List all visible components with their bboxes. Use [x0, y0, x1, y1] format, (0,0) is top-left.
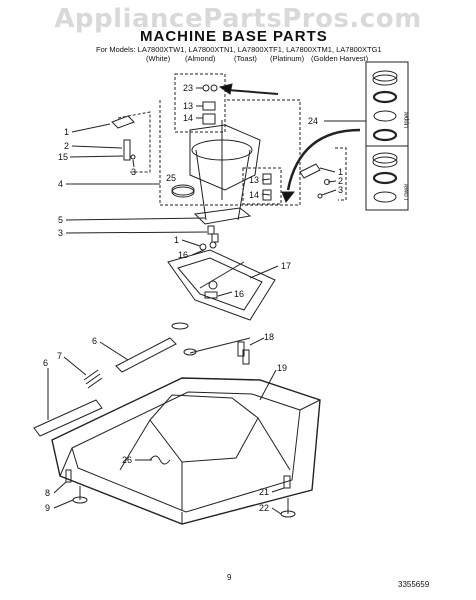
callout-7: 7	[57, 351, 62, 361]
dashed-box-right	[242, 167, 282, 205]
callout-2-right: 2	[338, 176, 343, 186]
callout-22: 22	[259, 503, 269, 513]
callout-9: 9	[45, 503, 50, 513]
dashed-frame-main	[159, 99, 301, 206]
page-number: 9	[227, 573, 232, 582]
page-title: MACHINE BASE PARTS	[140, 28, 328, 45]
callout-21: 21	[259, 487, 269, 497]
callout-17: 17	[281, 261, 291, 271]
callout-2-left: 2	[64, 141, 69, 151]
callout-24: 24	[308, 116, 318, 126]
callout-13-top: 13	[183, 101, 193, 111]
callout-16-bottom: 16	[234, 289, 244, 299]
callout-18: 18	[264, 332, 274, 342]
bracket-left	[117, 111, 151, 173]
callout-3-right: 3	[338, 185, 343, 195]
callout-6-top: 6	[92, 336, 97, 346]
callout-3-left: 3	[131, 167, 136, 177]
callout-19: 19	[277, 363, 287, 373]
callout-1-left: 1	[64, 127, 69, 137]
watermark: AppliancePartsPros.com	[54, 4, 422, 34]
callout-23: 23	[183, 83, 193, 93]
callout-1-right: 1	[338, 167, 343, 177]
callout-14-top: 14	[183, 113, 193, 123]
dashed-box-top	[174, 73, 226, 133]
callout-5: 5	[58, 215, 63, 225]
callout-26: 26	[122, 455, 132, 465]
callout-1-mid: 1	[174, 235, 179, 245]
callout-15: 15	[58, 152, 68, 162]
color-platinum: (Platinum)	[270, 54, 305, 63]
callout-4: 4	[58, 179, 63, 189]
callout-6-left: 6	[43, 358, 48, 368]
callout-8: 8	[45, 488, 50, 498]
inset-frame	[365, 61, 409, 211]
color-toast: (Toast)	[234, 54, 257, 63]
bracket-right	[335, 147, 347, 201]
callout-16-top: 16	[178, 250, 188, 260]
inset-label-upper: Upper	[404, 111, 410, 128]
color-white: (White)	[146, 54, 171, 63]
color-almond: (Almond)	[185, 54, 216, 63]
callout-3-mid: 3	[58, 228, 63, 238]
color-golden-harvest: (Golden Harvest)	[311, 54, 369, 63]
models-line: For Models: LA7800XTW1, LA7800XTN1, LA78…	[96, 45, 382, 54]
document-number: 3355659	[398, 580, 430, 589]
callout-13-right: 13	[249, 175, 259, 185]
callout-14-right: 14	[249, 190, 259, 200]
callout-25: 25	[166, 173, 176, 183]
inset-label-lower: Lower	[404, 183, 410, 200]
